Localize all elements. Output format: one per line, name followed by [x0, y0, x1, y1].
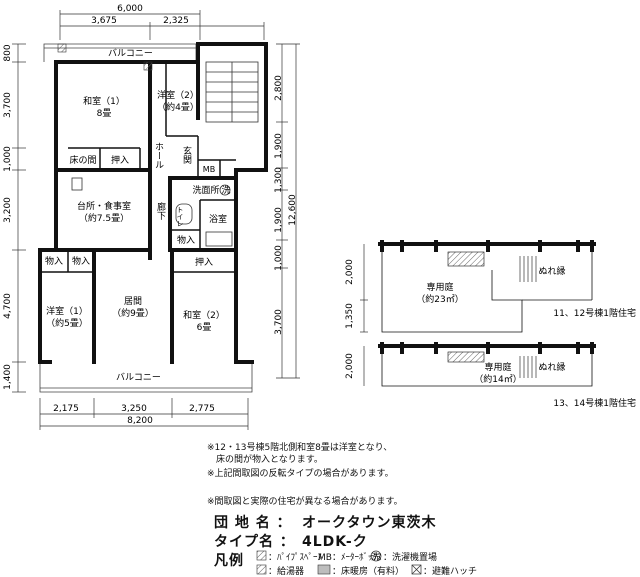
dim-right-total: 12,600 [288, 194, 298, 226]
note-1: ※12・13号棟5階北側和室8畳は洋室となり、 [207, 443, 393, 453]
room-kitchen: 台所・食事室 [77, 200, 131, 212]
ps-square [57, 43, 67, 53]
walls [38, 42, 268, 364]
fixtures [71, 177, 233, 247]
garden-1-size: （約23㎡） [416, 293, 463, 305]
room-hall: ホール [153, 142, 164, 169]
note-2: 床の間が物入となります。 [207, 455, 323, 465]
room-washitsu2: 和室（2） [183, 309, 225, 321]
room-living-size: （約9畳） [112, 307, 154, 319]
room-washitsu1-size: 8畳 [97, 108, 112, 119]
dim-right-2: 1,900 [274, 133, 284, 159]
room-living: 居間 [124, 296, 142, 307]
room-washitsu1: 和室（1） [83, 95, 125, 107]
stairwell [205, 61, 259, 123]
legend-floorheat: ：床暖房（有料） [332, 567, 405, 577]
type-label: タイプ名 ： [214, 534, 295, 550]
heater-legend-icon [256, 564, 267, 575]
legend-wash: ：洗濯機置場 [383, 553, 438, 563]
garden-1-caption: 11、12号棟1階住宅 [553, 307, 636, 319]
dim-left-5: 4,700 [3, 293, 13, 319]
dim-bottom-a: 2,175 [53, 404, 79, 414]
garden-1-dim1: 2,000 [345, 259, 355, 285]
legend-mb: MB：ﾒｰﾀｰﾎﾞｯｸｽ [318, 553, 382, 563]
hatch-legend-icon [411, 564, 422, 575]
room-bath: 浴室 [209, 213, 227, 225]
dim-left-6: 1,400 [3, 364, 13, 390]
balcony-bottom-label: バルコニー [116, 372, 161, 383]
bottom-dimensions [39, 398, 249, 430]
legend-hatch: ：避難ハッチ [423, 567, 478, 577]
danchi-label: 団 地 名 ： [214, 515, 292, 531]
thin-walls [40, 62, 236, 273]
room-youshitsu2-size: （約4畳） [157, 101, 199, 113]
garden-1 [360, 240, 596, 333]
legend-heater: ：給湯器 [268, 567, 305, 577]
garden-2-caption: 13、14号棟1階住宅 [553, 397, 636, 409]
garden-2 [363, 342, 596, 387]
garden-1-deck: ぬれ縁 [538, 265, 565, 277]
dim-right-5: 1,000 [274, 245, 284, 271]
note-4: ※間取図と実際の住宅が異なる場合があります。 [207, 497, 403, 507]
note-3: ※上記間取図の反転タイプの場合があります。 [207, 469, 394, 479]
dim-left-2: 3,700 [3, 92, 13, 118]
dim-left-3: 1,000 [3, 146, 13, 172]
garden-2-dim1: 2,000 [345, 353, 355, 379]
garden-2-size: （約14㎡） [474, 373, 521, 385]
dim-left-1: 800 [3, 44, 13, 61]
room-rouka: 廊下 [155, 201, 166, 221]
top-dimensions [59, 10, 265, 40]
room-youshitsu1-size: （約5畳） [46, 317, 88, 329]
type-value: 4LDK-ク [302, 534, 368, 550]
room-senmen: 洗面所 [192, 184, 219, 196]
danchi-value: オークタウン東茨木 [302, 515, 437, 531]
room-monoire2: 物入 [45, 255, 63, 267]
room-washitsu2-size: 6畳 [197, 322, 212, 333]
room-sen: 洗 [221, 184, 230, 196]
room-monoire1: 物入 [177, 234, 195, 246]
dim-right-4: 1,900 [274, 207, 284, 233]
room-oshiire2: 押入 [195, 256, 213, 268]
left-dimensions [12, 43, 26, 393]
room-oshiire1: 押入 [111, 154, 129, 166]
dim-right-1: 2,800 [274, 75, 284, 101]
dim-top-left: 3,675 [91, 16, 117, 26]
hatch-square [143, 61, 153, 71]
garden-2-deck: ぬれ縁 [538, 361, 565, 373]
room-toko: 床の間 [69, 154, 96, 166]
balconies [39, 43, 253, 393]
dim-left-4: 3,200 [3, 197, 13, 223]
wash-legend-icon [370, 550, 382, 562]
room-youshitsu1: 洋室（1） [46, 305, 88, 317]
dim-bottom-b: 3,250 [121, 404, 147, 414]
dim-right-3: 1,300 [274, 167, 284, 193]
legend-wash-sym: 洗 [371, 553, 381, 563]
room-genkan: 玄関 [181, 145, 192, 165]
room-monoire3: 物入 [72, 255, 90, 267]
room-kitchen-size: （約7.5畳） [79, 212, 129, 224]
garden-1-dim2: 1,350 [345, 303, 355, 329]
floorheat-legend-icon [317, 564, 331, 575]
room-youshitsu2: 洋室（2） [157, 89, 199, 101]
room-mb: MB [203, 165, 215, 174]
dim-bottom-c: 2,775 [189, 404, 215, 414]
dim-top-total: 6,000 [117, 4, 143, 14]
ps-legend-icon [256, 550, 267, 561]
right-dimensions [276, 43, 300, 379]
balcony-top-label: バルコニー [108, 48, 153, 59]
dim-bottom-total: 8,200 [127, 416, 153, 426]
legend-label: 凡例 [214, 553, 244, 569]
dim-right-6: 3,700 [274, 309, 284, 335]
dim-top-right: 2,325 [163, 16, 189, 26]
legend-ps: ：ﾊﾟｲﾌﾟｽﾍﾟｰｽ [268, 553, 323, 563]
room-toilet: トイレ [176, 206, 184, 227]
garden-2-label: 専用庭 [484, 361, 511, 373]
garden-1-label: 専用庭 [426, 281, 453, 293]
